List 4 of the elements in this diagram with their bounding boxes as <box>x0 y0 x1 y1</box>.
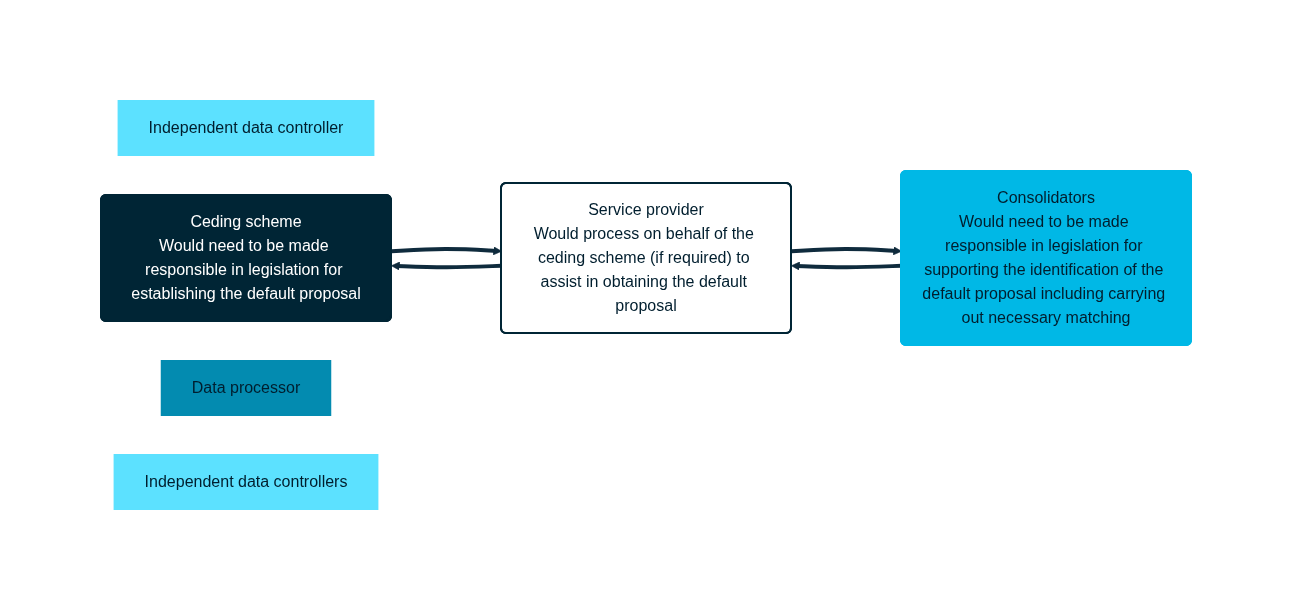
node-text: Service provider Would process on behalf of the ceding scheme (if required) to assist in obtaining the default proposal <box>533 201 754 314</box>
node-box: Data processor <box>160 360 331 416</box>
node-box: Independent data controllers <box>113 454 378 510</box>
node-box: Independent data controller <box>117 100 374 156</box>
